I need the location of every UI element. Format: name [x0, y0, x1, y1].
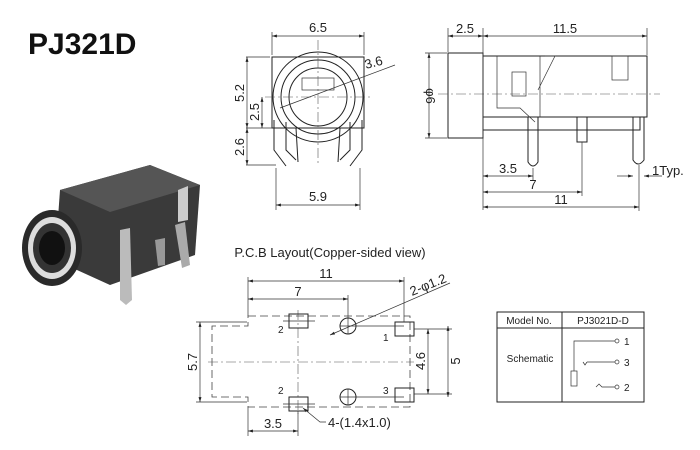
dim-total: 11: [319, 266, 333, 281]
dim-pin-width: 1Typ.: [652, 163, 684, 178]
pads-note: 4-(1.4x1.0): [328, 415, 391, 430]
holes-note: 2-φ1.2: [408, 271, 449, 299]
pad-label: 3: [383, 386, 389, 397]
pad-label: 1: [383, 333, 389, 344]
product-title: PJ321D: [28, 28, 136, 61]
dim-pin3: 11: [554, 192, 568, 207]
pin-label: 2: [624, 383, 630, 394]
model-value: PJ3021D-D: [577, 316, 629, 327]
dim-height: 5.2: [232, 84, 247, 102]
dim-pad-outer: 5: [448, 357, 463, 364]
pad-label: 2: [278, 386, 284, 397]
dim-pin1: 3.5: [499, 161, 517, 176]
dim-diameter: φ6: [423, 88, 438, 104]
schematic-table: Model No. PJ3021D-D Schematic 1 3 2: [496, 311, 645, 403]
front-view: 6.5 5.9 5.2 2.5 2.6 3.6: [232, 20, 396, 210]
pcb-title: P.C.B Layout(Copper-sided view): [234, 245, 425, 260]
pad-1: [394, 321, 415, 337]
schematic-label: Schematic: [507, 354, 554, 365]
pcb-layout: P.C.B Layout(Copper-sided view) 2 1 2 3 …: [185, 245, 463, 436]
schematic-diagram: 1 3 2: [570, 337, 630, 394]
dim-center-height: 2.5: [247, 103, 262, 121]
pad-3: [394, 387, 415, 403]
model-label: Model No.: [506, 316, 552, 327]
dim-height: 5.7: [185, 353, 200, 371]
pin-label: 3: [624, 358, 630, 369]
dim-width-bottom: 5.9: [309, 189, 327, 204]
dim-body-length: 11.5: [553, 21, 577, 36]
product-photo: [22, 165, 200, 305]
side-view: 2.5 11.5 φ6 3.5 7 11 1Typ.: [423, 21, 684, 211]
dim-bore: 3.6: [363, 53, 384, 72]
dim-pin2: 7: [529, 177, 536, 192]
pad-label: 2: [278, 325, 284, 336]
dim-pin-length: 2.6: [232, 138, 247, 156]
pin-label: 1: [624, 337, 630, 348]
dim-flange: 2.5: [456, 21, 474, 36]
dim-offset: 3.5: [264, 416, 282, 431]
dim-hole: 7: [294, 284, 301, 299]
dim-width-top: 6.5: [309, 20, 327, 35]
dim-pad-span: 4.6: [413, 352, 428, 370]
